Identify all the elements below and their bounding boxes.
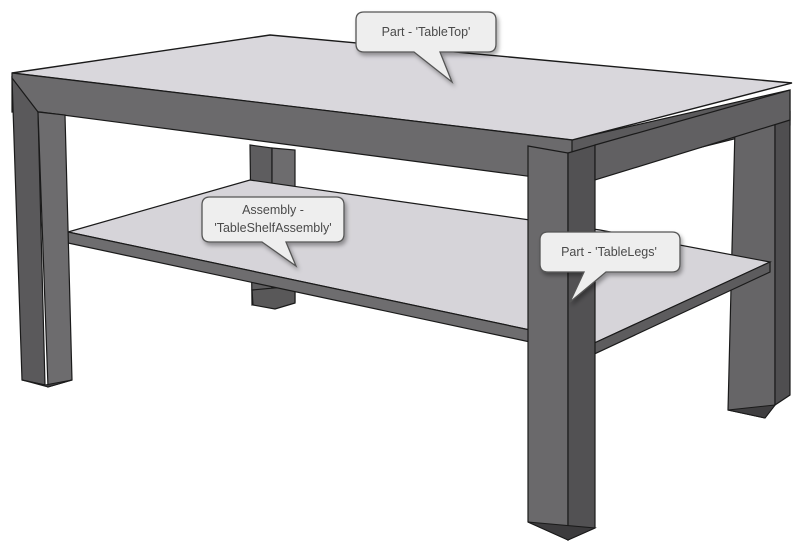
callout-table-top-label: Part - 'TableTop' — [382, 25, 471, 39]
callout-table-legs: Part - 'TableLegs' — [539, 231, 681, 303]
callout-table-legs-label: Part - 'TableLegs' — [561, 245, 657, 259]
callout-table-top: Part - 'TableTop' — [355, 11, 497, 85]
callout-shelf-assembly-line1: Assembly - — [242, 203, 304, 217]
callout-shelf-assembly-line2: 'TableShelfAssembly' — [214, 221, 331, 235]
front-left-leg — [11, 76, 73, 388]
table-top — [11, 34, 793, 183]
callout-shelf-assembly: Assembly - 'TableShelfAssembly' — [201, 196, 345, 268]
